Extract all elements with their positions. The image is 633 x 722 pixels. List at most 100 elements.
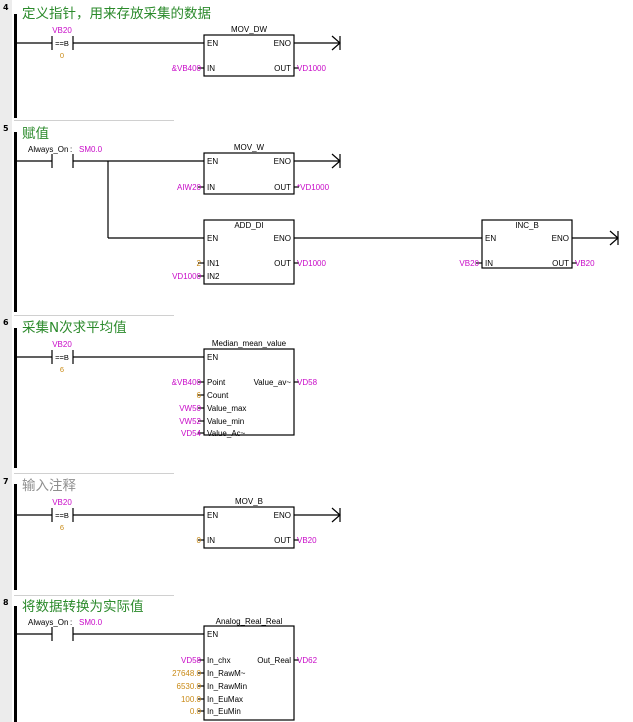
in-pin: IN [207, 183, 215, 192]
count-operand[interactable]: 6 [197, 391, 202, 400]
contact-value: 0 [60, 51, 64, 60]
add-di-block[interactable]: ADD_DI EN ENO IN1 IN2 OUT [203, 219, 295, 285]
block-name: Analog_Real_Real [216, 617, 283, 626]
block-name: MOV_DW [231, 25, 267, 34]
out-operand[interactable]: VB20 [575, 259, 595, 268]
value-min-pin: Value_min [207, 417, 244, 426]
in-eumax-operand[interactable]: 100.0 [181, 695, 202, 704]
rung-comment[interactable]: 赋值 [22, 126, 49, 142]
in-eumax-pin: In_EuMax [207, 695, 243, 704]
en-pin: EN [485, 234, 496, 243]
in-operand[interactable]: 0 [197, 536, 202, 545]
always-on-contact[interactable]: Always_On SM0.0 [28, 145, 103, 168]
in-pin: IN [485, 259, 493, 268]
point-pin: Point [207, 378, 226, 387]
rung-separator [14, 473, 174, 474]
power-rail [14, 132, 17, 312]
coil-arrow-icon [331, 507, 341, 523]
in-rawmax-operand[interactable]: 27648.0 [172, 669, 201, 678]
always-on-contact[interactable]: Always_On SM0.0 [28, 618, 103, 641]
value-max-pin: Value_max [207, 404, 246, 413]
rung-8[interactable]: 8 将数据转换为实际值 Always_On SM0.0 : Analog_Rea… [0, 592, 633, 722]
in1-pin: IN1 [207, 259, 220, 268]
rung-comment[interactable]: 输入注释 [22, 478, 76, 494]
value-acc-pin: Value_Ac~ [207, 429, 246, 438]
out-pin: OUT [274, 183, 291, 192]
out-pin: OUT [274, 64, 291, 73]
median-mean-value-block[interactable]: Median_mean_value EN Point Count Value_m… [203, 339, 295, 438]
out-operand[interactable]: *VD1000 [297, 183, 330, 192]
rung-separator [14, 120, 174, 121]
block-name: Median_mean_value [212, 339, 287, 348]
rung-8-diagram: Always_On SM0.0 : Analog_Real_Real EN In… [17, 617, 318, 721]
contact-value: 6 [60, 523, 64, 532]
rung-number: 6 [3, 318, 9, 327]
en-pin: EN [207, 157, 218, 166]
rung-comment[interactable]: 采集N次求平均值 [22, 320, 127, 336]
en-pin: EN [207, 511, 218, 520]
out-operand[interactable]: VB20 [297, 536, 317, 545]
contact-operand: VB20 [52, 498, 72, 507]
rung-comment[interactable]: 将数据转换为实际值 [22, 599, 144, 615]
in2-operand[interactable]: VD1000 [172, 272, 201, 281]
compare-contact[interactable]: VB20 ==B 0 [51, 26, 74, 60]
compare-contact[interactable]: VB20 ==B 6 [51, 340, 74, 374]
en-pin: EN [207, 39, 218, 48]
analog-real-real-block[interactable]: Analog_Real_Real EN In_chx In_RawM~ In_R… [203, 617, 295, 721]
rung-6[interactable]: 6 采集N次求平均值 VB20 ==B 6 Median_mean_value … [0, 314, 633, 470]
power-rail [14, 606, 17, 722]
value-av-pin: Value_av~ [254, 378, 292, 387]
value-av-operand[interactable]: VD58 [297, 378, 318, 387]
mov-dw-block[interactable]: MOV_DW EN ENO IN OUT [203, 25, 295, 77]
out-pin: OUT [274, 259, 291, 268]
rung-6-diagram: VB20 ==B 6 Median_mean_value EN Point Co… [17, 339, 318, 438]
eno-pin: ENO [552, 234, 569, 243]
out-real-operand[interactable]: VD62 [297, 656, 318, 665]
inc-b-block[interactable]: INC_B EN ENO IN OUT [481, 219, 573, 269]
in-operand[interactable]: VB20 [459, 259, 479, 268]
contact-compare: ==B [55, 511, 69, 520]
contact-operand: VB20 [52, 26, 72, 35]
rung-5-diagram: Always_On SM0.0 : MOV_W EN ENO IN OUT AI… [17, 143, 619, 285]
coil-arrow-icon [331, 153, 341, 169]
value-min-operand[interactable]: VW52 [179, 417, 201, 426]
rung-4-diagram: VB20 ==B 0 MOV_DW EN ENO IN OUT &VB400 V… [17, 25, 341, 77]
value-max-operand[interactable]: VW50 [179, 404, 201, 413]
out-real-pin: Out_Real [257, 656, 291, 665]
in-eumin-operand[interactable]: 0.0 [190, 707, 202, 716]
rung-4[interactable]: 4 定义指针，用来存放采集的数据 VB20 ==B 0 MOV_DW EN EN… [0, 0, 633, 118]
out-operand[interactable]: VD1000 [297, 259, 326, 268]
block-name: ADD_DI [234, 221, 263, 230]
in1-operand[interactable]: 2 [197, 259, 202, 268]
in-operand[interactable]: &VB400 [172, 64, 202, 73]
coil-arrow-icon [609, 230, 619, 246]
mov-w-block[interactable]: MOV_W EN ENO IN OUT [203, 143, 295, 195]
power-rail [14, 14, 17, 118]
contact-symbol: Always_On [28, 618, 68, 627]
out-operand[interactable]: VD1000 [297, 64, 326, 73]
rung-7-diagram: VB20 ==B 6 MOV_B EN ENO IN OUT 0 VB20 [17, 497, 341, 549]
rung-comment[interactable]: 定义指针，用来存放采集的数据 [22, 6, 211, 22]
mov-b-block[interactable]: MOV_B EN ENO IN OUT [203, 497, 295, 549]
en-pin: EN [207, 353, 218, 362]
contact-address: SM0.0 [79, 145, 103, 154]
rung-7[interactable]: 7 输入注释 VB20 ==B 6 MOV_B EN ENO IN OUT 0 … [0, 470, 633, 592]
compare-contact[interactable]: VB20 ==B 6 [51, 498, 74, 532]
in-pin: IN [207, 64, 215, 73]
in-rawmin-operand[interactable]: 6530.0 [177, 682, 202, 691]
contact-operand: VB20 [52, 340, 72, 349]
point-operand[interactable]: &VB400 [172, 378, 202, 387]
value-acc-operand[interactable]: VD54 [181, 429, 202, 438]
rung-gutter [0, 314, 12, 470]
rung-separator [14, 315, 174, 316]
in-pin: IN [207, 536, 215, 545]
contact-value: 6 [60, 365, 64, 374]
eno-pin: ENO [274, 157, 291, 166]
rung-number: 8 [3, 598, 9, 607]
contact-compare: ==B [55, 353, 69, 362]
in-operand[interactable]: AIW20 [177, 183, 202, 192]
in-chx-operand[interactable]: VD58 [181, 656, 202, 665]
en-pin: EN [207, 234, 218, 243]
rung-5[interactable]: 5 赋值 Always_On SM0.0 : MOV_W EN ENO IN O… [0, 118, 633, 314]
out-pin: OUT [552, 259, 569, 268]
